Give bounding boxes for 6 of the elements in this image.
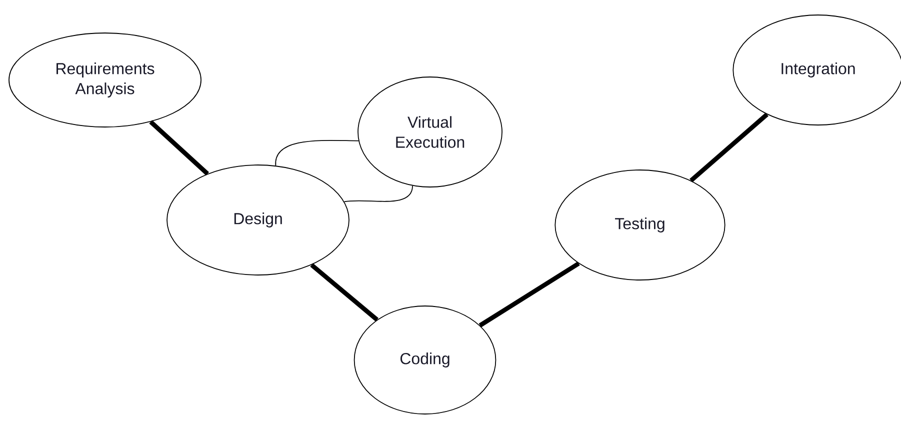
connector-line: [149, 120, 210, 176]
connector-line: [478, 262, 580, 328]
connector-line: [690, 112, 768, 182]
connector-line: [344, 185, 413, 202]
connector-line: [275, 140, 359, 166]
connector-line: [310, 263, 378, 322]
